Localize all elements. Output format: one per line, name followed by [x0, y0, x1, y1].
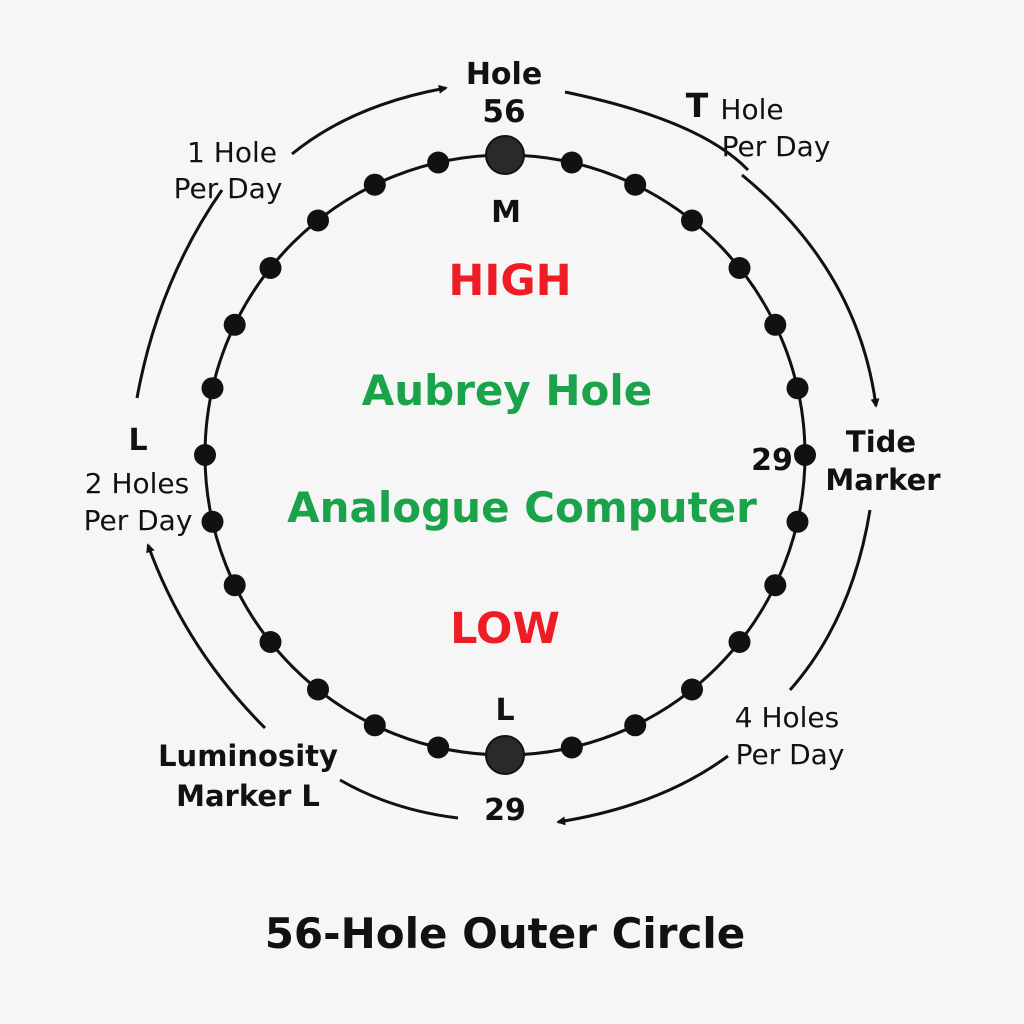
caption: 56-Hole Outer Circle — [265, 909, 746, 958]
hole-dot — [624, 714, 647, 737]
hole-dot — [560, 151, 583, 174]
arrow-bottom-left-b — [146, 543, 267, 730]
rate-4-line2: Per Day — [736, 738, 845, 771]
arrow-top-left — [291, 84, 448, 156]
top-hole-number: 56 — [482, 94, 525, 130]
arrow-bottom-right-a — [788, 509, 872, 691]
high-label: HIGH — [448, 256, 571, 306]
hole-marker-top — [485, 135, 525, 175]
hole-dot — [194, 444, 216, 466]
arrow-left — [135, 189, 224, 399]
bottom-hole-number: 29 — [484, 793, 526, 828]
hole-dot — [363, 714, 386, 737]
rate-t-line1: Hole — [720, 93, 783, 126]
luminosity-marker-line2: Marker L — [176, 779, 320, 813]
hole-dot — [201, 377, 224, 400]
hole-marker-bottom — [485, 735, 525, 775]
arrow-bottom-left-a — [339, 778, 459, 820]
rate-1-line2: Per Day — [174, 172, 283, 205]
arrow-top-right-b — [741, 173, 880, 408]
hole-dot — [681, 209, 703, 232]
center-title-line2: Analogue Computer — [287, 483, 757, 532]
hole-dot — [681, 678, 703, 701]
hole-dot — [786, 377, 809, 400]
tide-marker-line1: Tide — [846, 425, 916, 459]
hole-dot — [427, 736, 450, 759]
luminosity-marker-line1: Luminosity — [158, 739, 338, 773]
hole-dot — [259, 631, 282, 653]
rate-1-line1: 1 Hole — [187, 136, 277, 169]
hole-dot — [307, 209, 329, 232]
hole-dot — [427, 151, 450, 174]
rate-t-letter: T — [686, 86, 709, 125]
hole-dot — [560, 736, 583, 759]
hole-dot — [794, 444, 816, 466]
hole-dot — [223, 313, 246, 336]
top-hole-label: Hole — [466, 57, 542, 92]
right-hole-number: 29 — [751, 443, 793, 478]
hole-dot — [223, 574, 246, 597]
arrow-top-right-a — [564, 90, 750, 172]
arrow-bottom-right-b — [556, 754, 729, 826]
rate-4-line1: 4 Holes — [735, 701, 840, 734]
tide-marker-line2: Marker — [825, 463, 941, 497]
rate-2-line1: 2 Holes — [85, 467, 190, 500]
top-marker-m: M — [491, 195, 521, 230]
hole-dot — [307, 678, 329, 701]
hole-dot — [259, 257, 282, 279]
bottom-marker-l: L — [495, 693, 514, 728]
hole-dot — [764, 313, 787, 336]
low-label: LOW — [450, 604, 560, 654]
hole-ring — [203, 153, 807, 757]
hole-dot — [363, 173, 386, 196]
hole-dot — [728, 257, 751, 279]
hole-dots — [194, 135, 816, 775]
hole-dot — [786, 510, 809, 533]
center-title-line1: Aubrey Hole — [362, 366, 653, 415]
hole-dot — [764, 574, 787, 597]
rate-t-line2: Per Day — [722, 130, 831, 163]
rate-2-line2: Per Day — [84, 504, 193, 537]
rate-2-letter: L — [128, 423, 147, 458]
hole-dot — [201, 510, 224, 533]
hole-dot — [728, 631, 751, 653]
hole-dot — [624, 173, 647, 196]
